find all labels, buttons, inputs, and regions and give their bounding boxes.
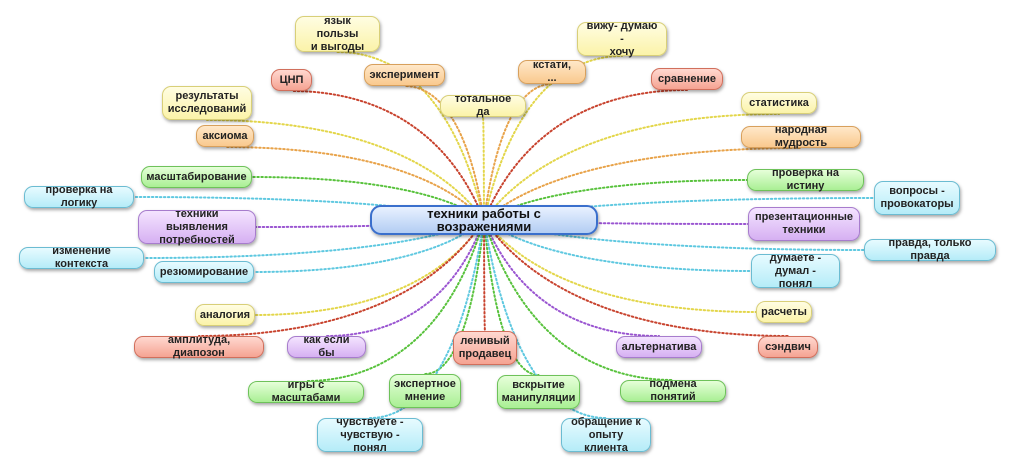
node-alternativa[interactable]: альтернатива: [616, 336, 702, 358]
node-vizhu-dumayu-hochu[interactable]: вижу- думаю - хочу: [577, 20, 667, 58]
node-sendvich[interactable]: сэндвич: [758, 336, 818, 358]
node-kstati[interactable]: кстати, ...: [518, 59, 586, 84]
connector-n10: [224, 146, 485, 221]
node-proverka-na-logiku[interactable]: проверка на логику: [24, 184, 134, 209]
connector-n4: [482, 116, 485, 221]
connector-n33: [369, 219, 485, 419]
node-izmenenie-konteksta[interactable]: изменение контекста: [19, 245, 144, 270]
central-topic[interactable]: техники работы с возражениями: [370, 205, 598, 235]
node-prezentacionnye-tehniki[interactable]: презентационные техники: [748, 207, 860, 241]
node-rezultaty-issledovaniy[interactable]: результаты исследований: [162, 86, 252, 120]
connector-n1: [336, 51, 485, 221]
connector-n25: [483, 219, 660, 337]
node-proverka-na-istinu[interactable]: проверка на истину: [747, 167, 864, 192]
node-vskrytie-manipulyacii[interactable]: вскрытие манипуляции: [497, 375, 580, 409]
connector-n6: [483, 55, 623, 221]
connector-n31: [305, 219, 485, 382]
node-podmena-ponyatiy[interactable]: подмена понятий: [620, 378, 726, 403]
node-lenivyy-prodavec[interactable]: ленивый продавец: [453, 331, 517, 365]
node-obrashchenie-k-opytu[interactable]: обращение к опыту клиента: [561, 416, 651, 454]
node-pravda-tolko-pravda[interactable]: правда, только правда: [864, 237, 996, 262]
connector-n32: [483, 219, 674, 381]
connector-n7: [483, 89, 688, 221]
node-chuvstvuete-chuvstvuyu[interactable]: чувствуете - чувствую - понял: [317, 416, 423, 454]
connector-n27: [198, 219, 485, 337]
connector-n34: [483, 219, 607, 419]
connector-n9: [206, 119, 485, 221]
node-igry-s-masshtabami[interactable]: игры с масштабами: [248, 379, 364, 404]
connector-n28: [325, 219, 485, 337]
node-statistika[interactable]: статистика: [741, 92, 817, 114]
node-cnp[interactable]: ЦНП: [271, 69, 312, 91]
node-tehniki-vyyavleniya[interactable]: техники выявления потребностей: [138, 208, 256, 246]
node-kak-esli-by[interactable]: как если бы: [287, 334, 366, 359]
node-masshtabirovanie[interactable]: масштабирование: [141, 166, 252, 188]
node-yazyk-polzy[interactable]: язык пользы и выгоды: [295, 15, 380, 53]
node-amplituda-diapozon[interactable]: амплитуда, диапозон: [134, 334, 264, 359]
connector-n22: [483, 219, 757, 313]
node-totalnoe-da[interactable]: тотальное да: [440, 93, 526, 118]
node-dumaete-dumal-ponyal[interactable]: думаете - думал - понял: [751, 252, 840, 290]
connector-n24: [483, 219, 486, 332]
connector-n20: [483, 219, 752, 272]
node-voprosy-provokatory[interactable]: вопросы - провокаторы: [874, 181, 960, 215]
connector-n3: [290, 90, 485, 221]
connector-n8: [483, 113, 780, 221]
node-raschety[interactable]: расчеты: [756, 301, 812, 323]
connector-n26: [483, 219, 789, 337]
node-narodnaya-mudrost[interactable]: народная мудрость: [741, 124, 861, 149]
node-sravnenie[interactable]: сравнение: [651, 68, 723, 90]
connector-n11: [483, 147, 802, 221]
connector-n5: [483, 83, 553, 221]
node-ekspertnoe-mnenie[interactable]: экспертное мнение: [389, 374, 461, 408]
node-analogiya[interactable]: аналогия: [195, 304, 255, 326]
node-eksperiment[interactable]: эксперимент: [364, 64, 445, 86]
node-aksioma[interactable]: аксиома: [196, 125, 254, 147]
node-rezyumirovanie[interactable]: резюмирование: [154, 261, 254, 283]
connector-n2: [403, 85, 485, 221]
